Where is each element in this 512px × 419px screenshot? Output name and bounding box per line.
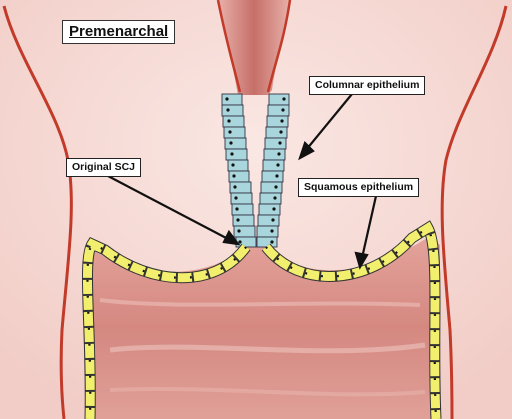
- original-scj-label: Original SCJ: [66, 158, 141, 177]
- columnar-epithelium-label: Columnar epithelium: [309, 76, 425, 95]
- title-label: Premenarchal: [62, 20, 175, 44]
- squamous-epithelium-label: Squamous epithelium: [298, 178, 419, 197]
